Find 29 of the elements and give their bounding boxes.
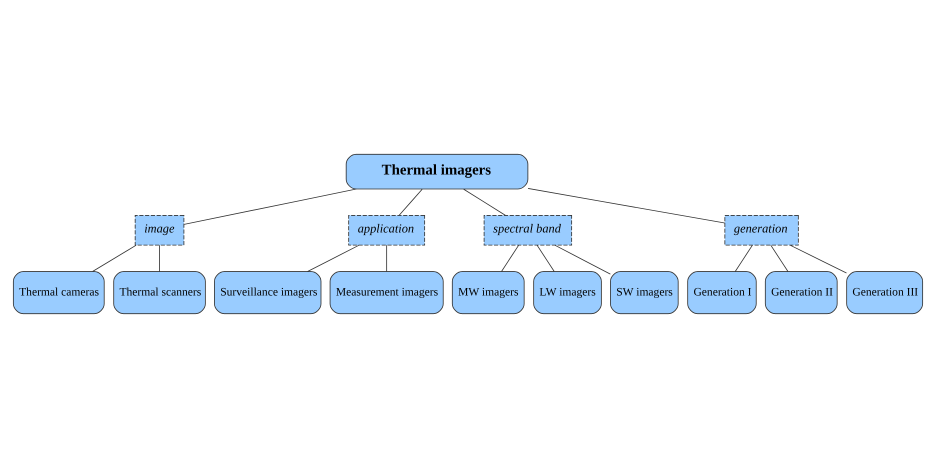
node-box: Generation II xyxy=(764,271,838,314)
connector xyxy=(554,244,611,275)
node-box: spectral band xyxy=(484,215,572,246)
connector xyxy=(184,188,357,225)
node-box: Thermal imagers xyxy=(346,154,528,190)
node-box: Thermal scanners xyxy=(113,271,206,314)
connector xyxy=(536,244,555,272)
connector xyxy=(386,244,388,272)
connector xyxy=(501,244,520,272)
connector xyxy=(159,244,160,272)
node-box: Thermal cameras xyxy=(12,271,105,314)
node-box: Surveillance imagers xyxy=(214,271,322,314)
connector xyxy=(398,188,423,216)
connector xyxy=(770,244,788,272)
node-box: Measurement imagers xyxy=(330,271,444,314)
node-box: image xyxy=(134,215,184,246)
node-box: SW imagers xyxy=(610,271,679,314)
node-box: generation xyxy=(724,215,799,246)
connector xyxy=(92,244,137,272)
connector xyxy=(463,188,506,216)
node-box: application xyxy=(348,215,426,246)
node-box: Generation I xyxy=(687,271,757,314)
connector xyxy=(790,244,847,274)
connector xyxy=(307,244,360,272)
connector xyxy=(528,188,726,224)
connector xyxy=(734,244,753,272)
node-box: LW imagers xyxy=(533,271,602,314)
node-box: Generation III xyxy=(846,271,924,314)
node-box: MW imagers xyxy=(452,271,525,314)
